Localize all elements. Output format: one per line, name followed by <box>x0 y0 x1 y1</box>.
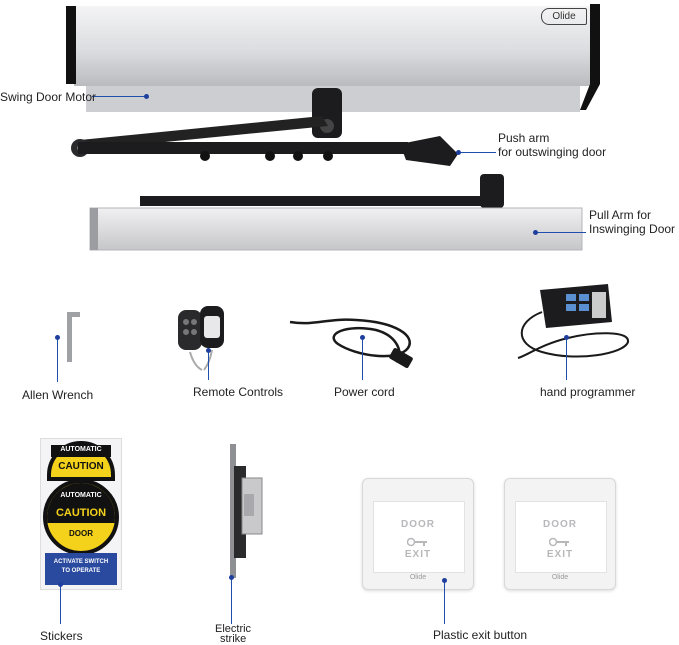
motor-brand-logo: Olide <box>541 8 587 25</box>
leader-dot-strike <box>229 575 234 580</box>
label-stickers: Stickers <box>40 629 83 643</box>
remote-controls <box>172 300 232 376</box>
sticker-2-door: DOOR <box>69 529 93 538</box>
leader-dot-stickers <box>58 582 63 587</box>
leader-dot-allen <box>55 335 60 340</box>
power-cord <box>286 312 426 374</box>
exit-button-2-door: DOOR <box>543 519 577 530</box>
exit-button-1-exit: EXIT <box>404 549 432 560</box>
leader-motor <box>92 96 146 97</box>
sticker-1-caution: CAUTION <box>58 461 104 472</box>
label-remotes: Remote Controls <box>193 385 284 399</box>
hand-programmer <box>512 282 638 368</box>
leader-programmer <box>566 338 567 380</box>
exit-button-1: DOOR EXIT Olide <box>362 478 474 590</box>
stickers: AUTOMATIC CAUTION AUTOMATIC CAUTION DOOR… <box>40 438 122 590</box>
exit-button-1-brand: Olide <box>409 574 427 581</box>
label-strike-2: strike <box>220 633 247 645</box>
electric-strike <box>224 442 266 580</box>
exit-button-2: DOOR EXIT Olide <box>504 478 616 590</box>
label-power-cord: Power cord <box>334 385 395 399</box>
leader-strike <box>231 578 232 624</box>
leader-push-arm <box>460 152 496 153</box>
leader-remotes <box>208 350 209 380</box>
label-pull-arm-2: Inswinging Door <box>589 222 676 236</box>
leader-dot-pull-arm <box>533 230 538 235</box>
label-strike-1: Electric <box>215 623 252 635</box>
leader-stickers <box>60 584 61 624</box>
label-push-arm-2: for outswinging door <box>498 145 607 159</box>
leader-dot-motor <box>144 94 149 99</box>
leader-power <box>362 338 363 380</box>
leader-dot-programmer <box>564 335 569 340</box>
key-icon <box>548 534 571 547</box>
key-icon <box>406 534 429 547</box>
label-allen-wrench: Allen Wrench <box>22 388 94 402</box>
leader-pull-arm <box>536 232 586 233</box>
sticker-2-top: AUTOMATIC <box>60 492 102 499</box>
sticker-3: ACTIVATE SWITCH TO OPERATE <box>45 553 117 585</box>
exit-button-2-exit: EXIT <box>546 549 574 560</box>
sticker-3-operate: TO OPERATE <box>61 568 101 574</box>
exit-button-2-brand: Olide <box>551 574 569 581</box>
sticker-1-top: AUTOMATIC <box>60 446 102 453</box>
leader-exit <box>444 580 445 624</box>
sticker-2: AUTOMATIC CAUTION DOOR <box>43 479 119 555</box>
label-programmer: hand programmer <box>540 385 636 399</box>
push-arm <box>60 84 470 174</box>
label-pull-arm-1: Pull Arm for <box>589 208 652 222</box>
leader-dot-power <box>360 335 365 340</box>
pull-arm <box>88 170 588 254</box>
sticker-2-caution: CAUTION <box>55 507 107 519</box>
label-push-arm-1: Push arm <box>498 131 550 145</box>
leader-dot-push-arm <box>456 150 461 155</box>
allen-wrench <box>58 308 82 364</box>
label-exit-button: Plastic exit button <box>433 628 528 642</box>
sticker-3-activate: ACTIVATE SWITCH <box>53 559 109 565</box>
sticker-1: AUTOMATIC CAUTION <box>47 441 115 481</box>
leader-dot-exit <box>442 578 447 583</box>
exit-button-1-door: DOOR <box>401 519 435 530</box>
leader-dot-remotes <box>206 348 211 353</box>
leader-allen <box>57 338 58 382</box>
label-motor: Swing Door Motor <box>0 90 97 104</box>
